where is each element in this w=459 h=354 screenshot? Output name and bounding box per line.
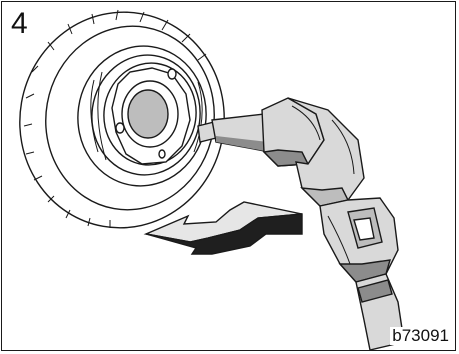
hub: [112, 68, 190, 164]
illustration: [2, 2, 456, 351]
step-number: 4: [11, 8, 30, 40]
hub-hole-top: [168, 69, 176, 79]
figure-code: b73091: [390, 327, 449, 345]
hub-hole-left: [116, 123, 124, 133]
hub-cap-center: [128, 90, 168, 138]
hub-hole-bottom: [159, 150, 165, 158]
